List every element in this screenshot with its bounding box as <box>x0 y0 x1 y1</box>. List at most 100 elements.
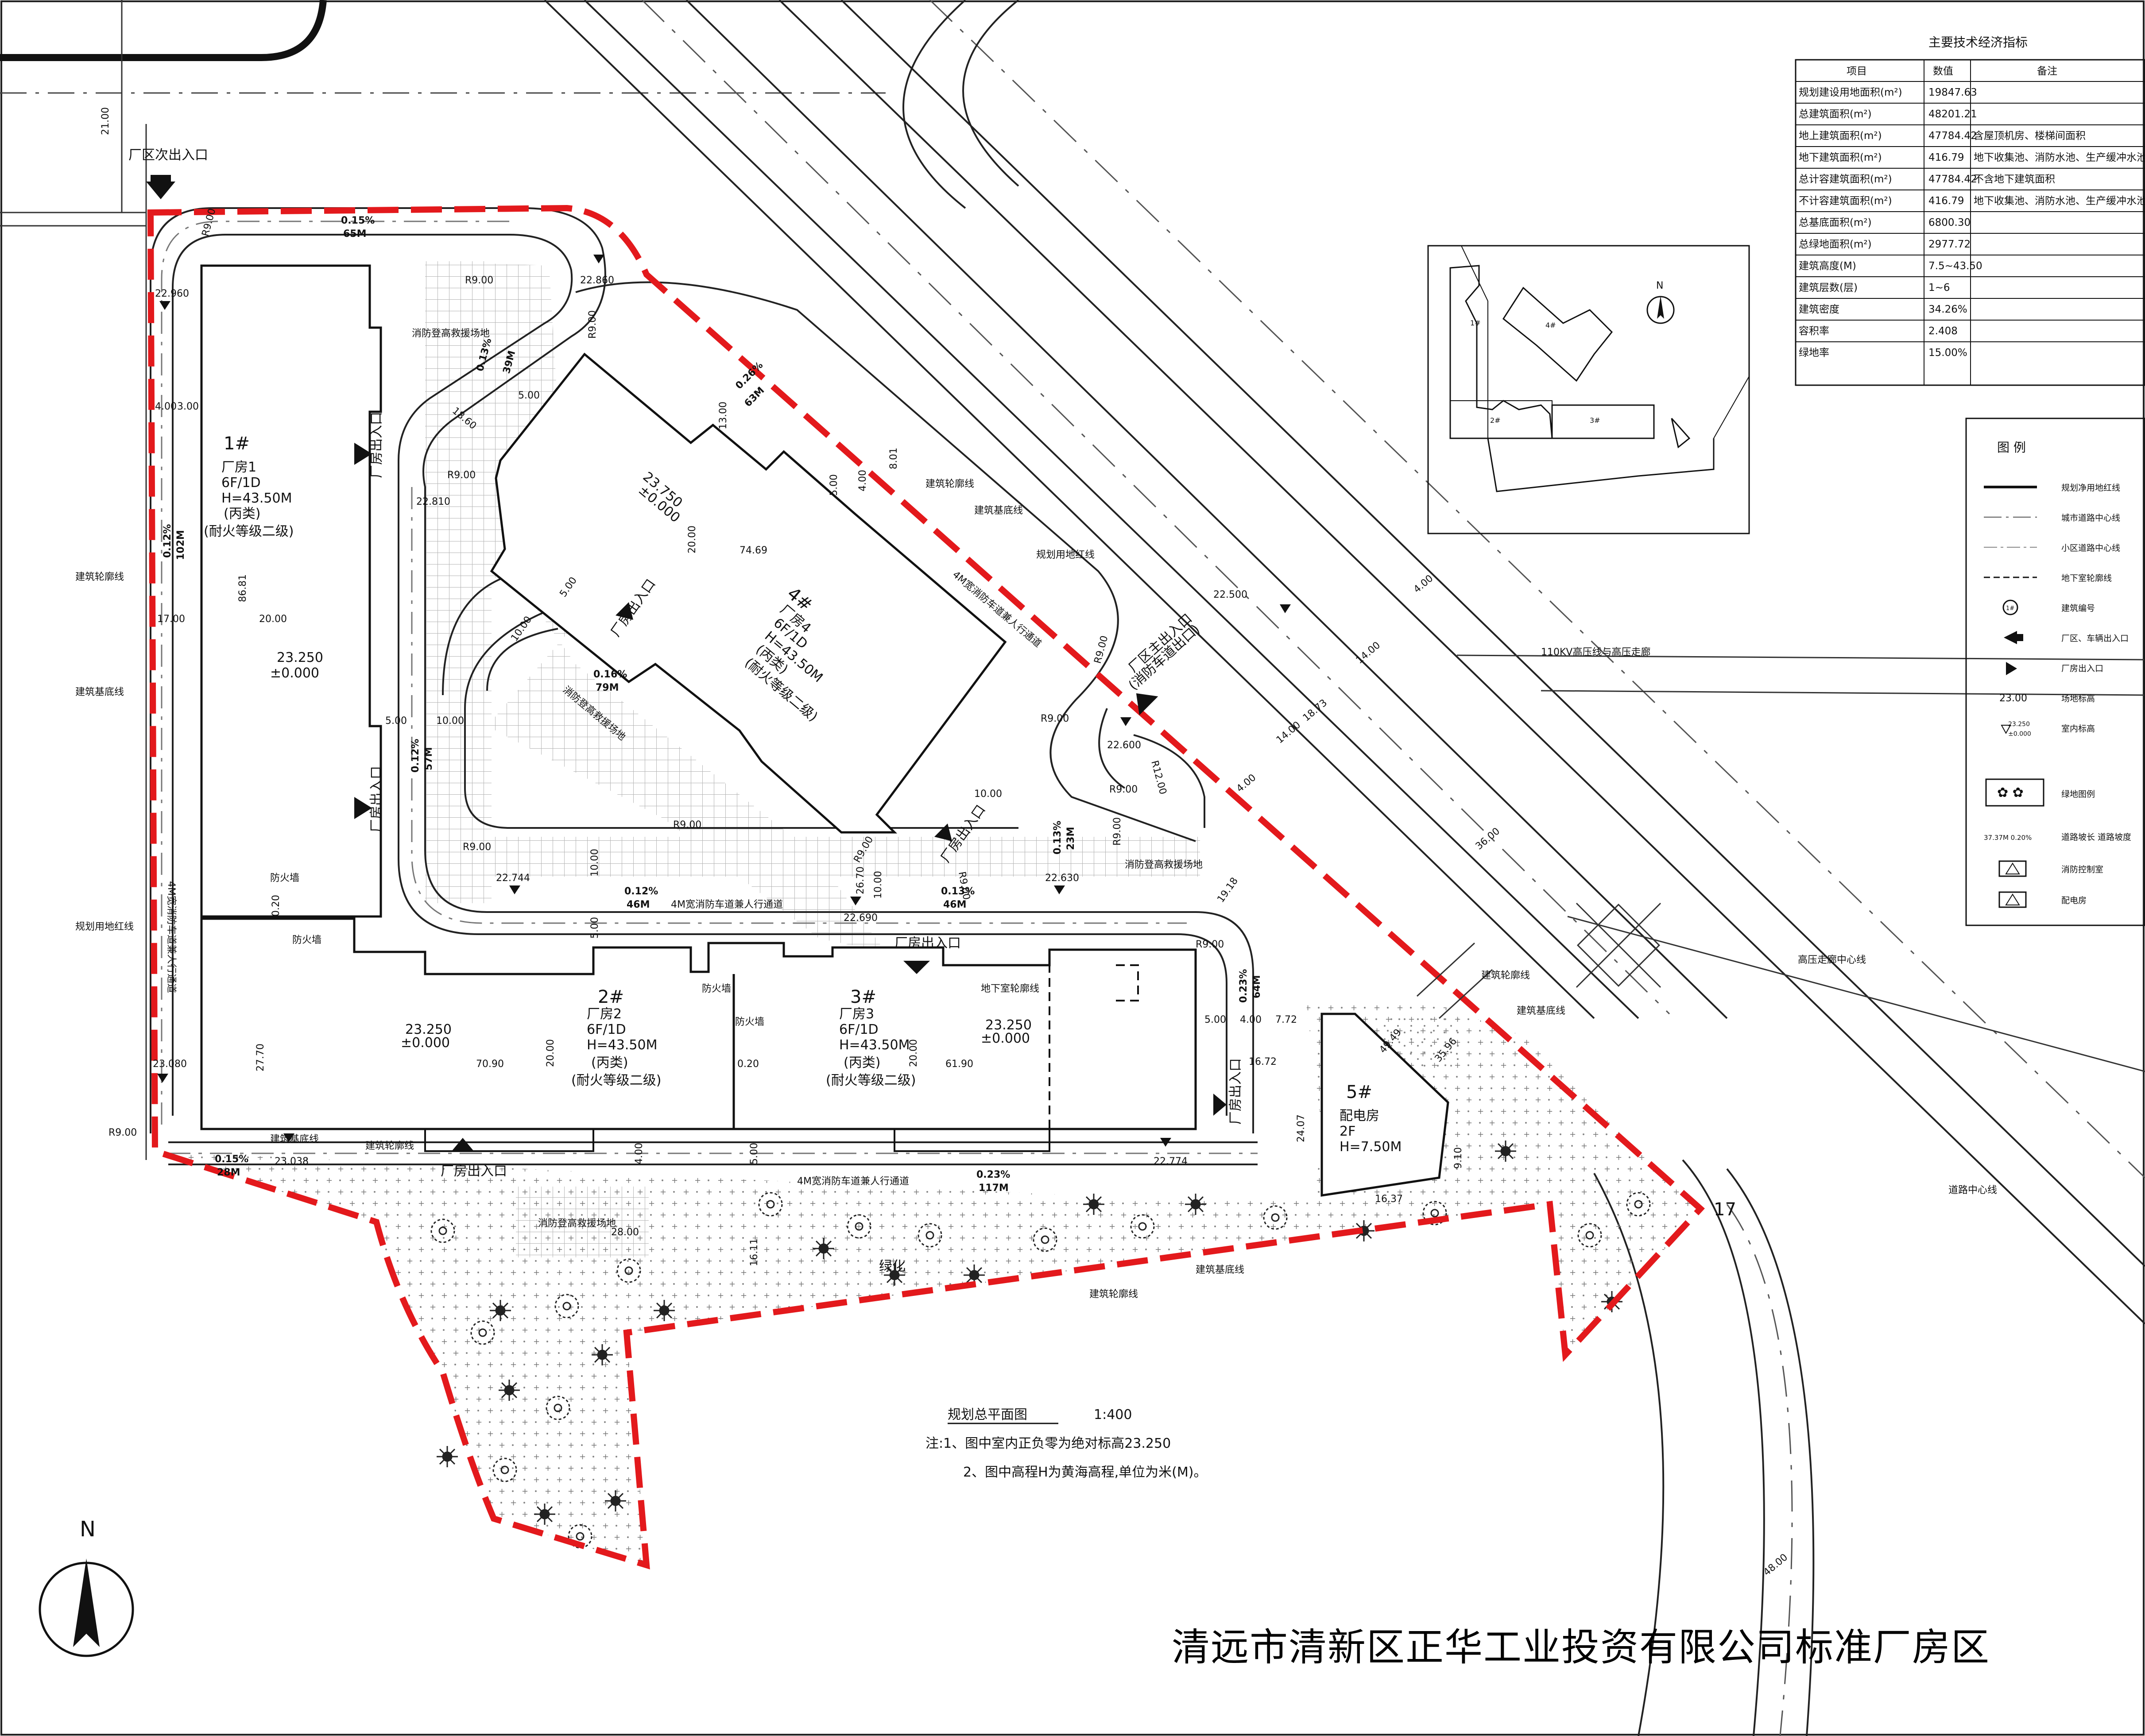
plan-note-2: 2、图中高程H为黄海高程,单位为米(M)。 <box>963 1465 1207 1480</box>
plan-notes: 规划总平面图 1:400 注:1、图中室内正负零为绝对标高23.250 2、图中… <box>925 1407 1207 1480</box>
legend-item-label: 建筑编号 <box>2061 603 2095 613</box>
dimension: 24.07 <box>1296 1114 1307 1142</box>
legend-item-label: 厂区、车辆出入口 <box>2061 634 2129 643</box>
outline-callout: 建筑轮廓线 <box>75 572 124 583</box>
firewall-callout: 防火墙 <box>702 983 731 994</box>
econ-cell: 19847.63 <box>1928 87 1977 98</box>
tree-icon <box>534 1504 555 1525</box>
econ-cell: 建筑密度 <box>1799 304 1839 315</box>
legend-item-label: 小区道路中心线 <box>2061 543 2120 553</box>
slope-length: 102M <box>175 530 186 560</box>
tree-icon <box>546 1396 570 1420</box>
north-arrow: N <box>39 1517 134 1657</box>
dimension: 5.00 <box>589 917 600 939</box>
slope: 0.12% <box>162 524 173 558</box>
building-1-height: H=43.50M <box>221 491 292 506</box>
elevation-marker <box>157 1074 168 1083</box>
tree-icon <box>1185 1194 1206 1215</box>
elevation-marker <box>850 897 861 905</box>
fire-road-label: 4M宽消防车道兼人行通道 <box>671 899 783 910</box>
econ-cell: 2.408 <box>1928 325 1958 337</box>
econ-cell: 不计容建筑面积(m²) <box>1799 195 1892 207</box>
legend-item-label: 地下室轮廓线 <box>2061 573 2112 583</box>
internal-roads <box>150 207 1258 1165</box>
legend-item-label: 厂房出入口 <box>2061 664 2103 673</box>
plant-entrance-arrow-icon <box>934 824 952 841</box>
econ-cell: 6800.30 <box>1928 217 1971 228</box>
dimension: 16.72 <box>1249 1056 1277 1067</box>
radius: R9.00 <box>463 842 491 853</box>
elevation-marker <box>1054 885 1065 894</box>
slope-length: 46M <box>627 899 650 910</box>
econ-header: 备注 <box>2037 66 2057 77</box>
keymap-building-1: 1# <box>1470 319 1481 327</box>
plant-entrance-label: 厂房出入口 <box>369 412 384 478</box>
dimension: 8.01 <box>888 448 899 469</box>
slope: 0.15% <box>341 215 375 226</box>
elevation-marker <box>159 301 170 310</box>
tree-icon <box>758 1192 783 1217</box>
plant-entrance-label: 厂房出入口 <box>369 766 384 832</box>
dimension: 4.00 <box>857 470 868 491</box>
keymap-building-3: 3# <box>1590 416 1600 425</box>
building-5-height: H=7.50M <box>1340 1139 1402 1155</box>
elevation-marker <box>1280 604 1291 613</box>
north-label: N <box>80 1517 96 1542</box>
outline-callout: 建筑轮廓线 <box>1481 970 1530 981</box>
plan-note-1: 注:1、图中室内正负零为绝对标高23.250 <box>925 1436 1171 1451</box>
econ-header: 数值 <box>1933 66 1953 77</box>
dimension: 7.72 <box>1275 1014 1297 1025</box>
red-line-callout: 规划用地红线 <box>75 921 134 932</box>
legend-green-icon <box>1985 778 2044 807</box>
keymap-building-4: 4# <box>1545 321 1556 329</box>
dimension: 4.00 <box>1235 772 1258 795</box>
building-2-elev: 23.250 <box>405 1022 452 1037</box>
dimension: 5.00 <box>385 715 407 727</box>
dimension: 26.70 <box>855 866 866 894</box>
tree-icon <box>1422 1201 1447 1226</box>
svg-text:✿ ✿: ✿ ✿ <box>1997 785 2024 800</box>
fire-road-label: 4M宽消防车道兼人行通道 <box>797 1176 909 1187</box>
econ-cell: 416.79 <box>1928 152 1964 163</box>
dimension: 10.00 <box>436 715 464 727</box>
building-1-fire-rating: (耐火等级二级) <box>204 524 294 539</box>
dimension: 14.00 <box>1354 640 1382 666</box>
econ-cell: 2977.72 <box>1928 239 1971 250</box>
radius: R9.00 <box>1112 817 1123 846</box>
building-1-name: 厂房1 <box>221 460 256 475</box>
dimension: 5.00 <box>749 1143 760 1164</box>
dimension: 4.00 <box>1240 1014 1262 1025</box>
elevation: 23.080 <box>153 1059 187 1070</box>
outline-callout: 建筑轮廓线 <box>1089 1289 1138 1300</box>
slope: 0.13% <box>1052 821 1063 854</box>
secondary-entrance-label: 厂区次出入口 <box>128 147 208 163</box>
keymap-building-2: 2# <box>1490 416 1501 425</box>
slope-length: 57M <box>423 747 434 770</box>
dimension: 20.00 <box>259 614 287 625</box>
dimension: 16.11 <box>749 1238 760 1266</box>
dimension: 70.90 <box>476 1059 504 1070</box>
plant-entrance-arrow-icon <box>354 797 372 819</box>
econ-cell: 建筑高度(M) <box>1799 260 1856 272</box>
fire-site-label: 消防登高救援场地 <box>1125 859 1203 870</box>
econ-cell: 总建筑面积(m²) <box>1799 108 1872 120</box>
econ-cell: 总绿地面积(m²) <box>1799 239 1872 250</box>
building-5-labels: 5# 配电房 2F H=7.50M <box>1340 1082 1402 1155</box>
building-1-floors: 6F/1D <box>221 475 261 491</box>
road-center-callout: 道路中心线 <box>1948 1185 1997 1196</box>
key-map: 1# 2# 3# 4# N <box>1427 245 1750 534</box>
tree-icon <box>490 1300 511 1321</box>
drawing-title: 清远市清新区正华工业投资有限公司标准厂房区 <box>1172 1625 1990 1670</box>
red-line-callout: 规划用地红线 <box>1036 549 1095 561</box>
green-trees <box>430 1141 1651 1549</box>
green-area <box>155 1005 1703 1565</box>
plant-entrance-arrow-icon <box>616 602 633 620</box>
base-line-callout: 建筑基底线 <box>75 687 124 698</box>
legend-item-label: 消防控制室 <box>2061 865 2103 874</box>
legend: 图 例 规划净用地红线城市道路中心线小区道路中心线地下室轮廓线建筑编号厂区、车辆… <box>1965 418 2145 926</box>
building-1-elev: 23.250 <box>277 650 323 665</box>
tree-icon <box>605 1490 626 1512</box>
plant-entrance-arrow-icon <box>903 961 930 974</box>
secondary-entrance-arrow-icon <box>146 182 175 199</box>
dimension: 36.00 <box>1474 826 1502 852</box>
